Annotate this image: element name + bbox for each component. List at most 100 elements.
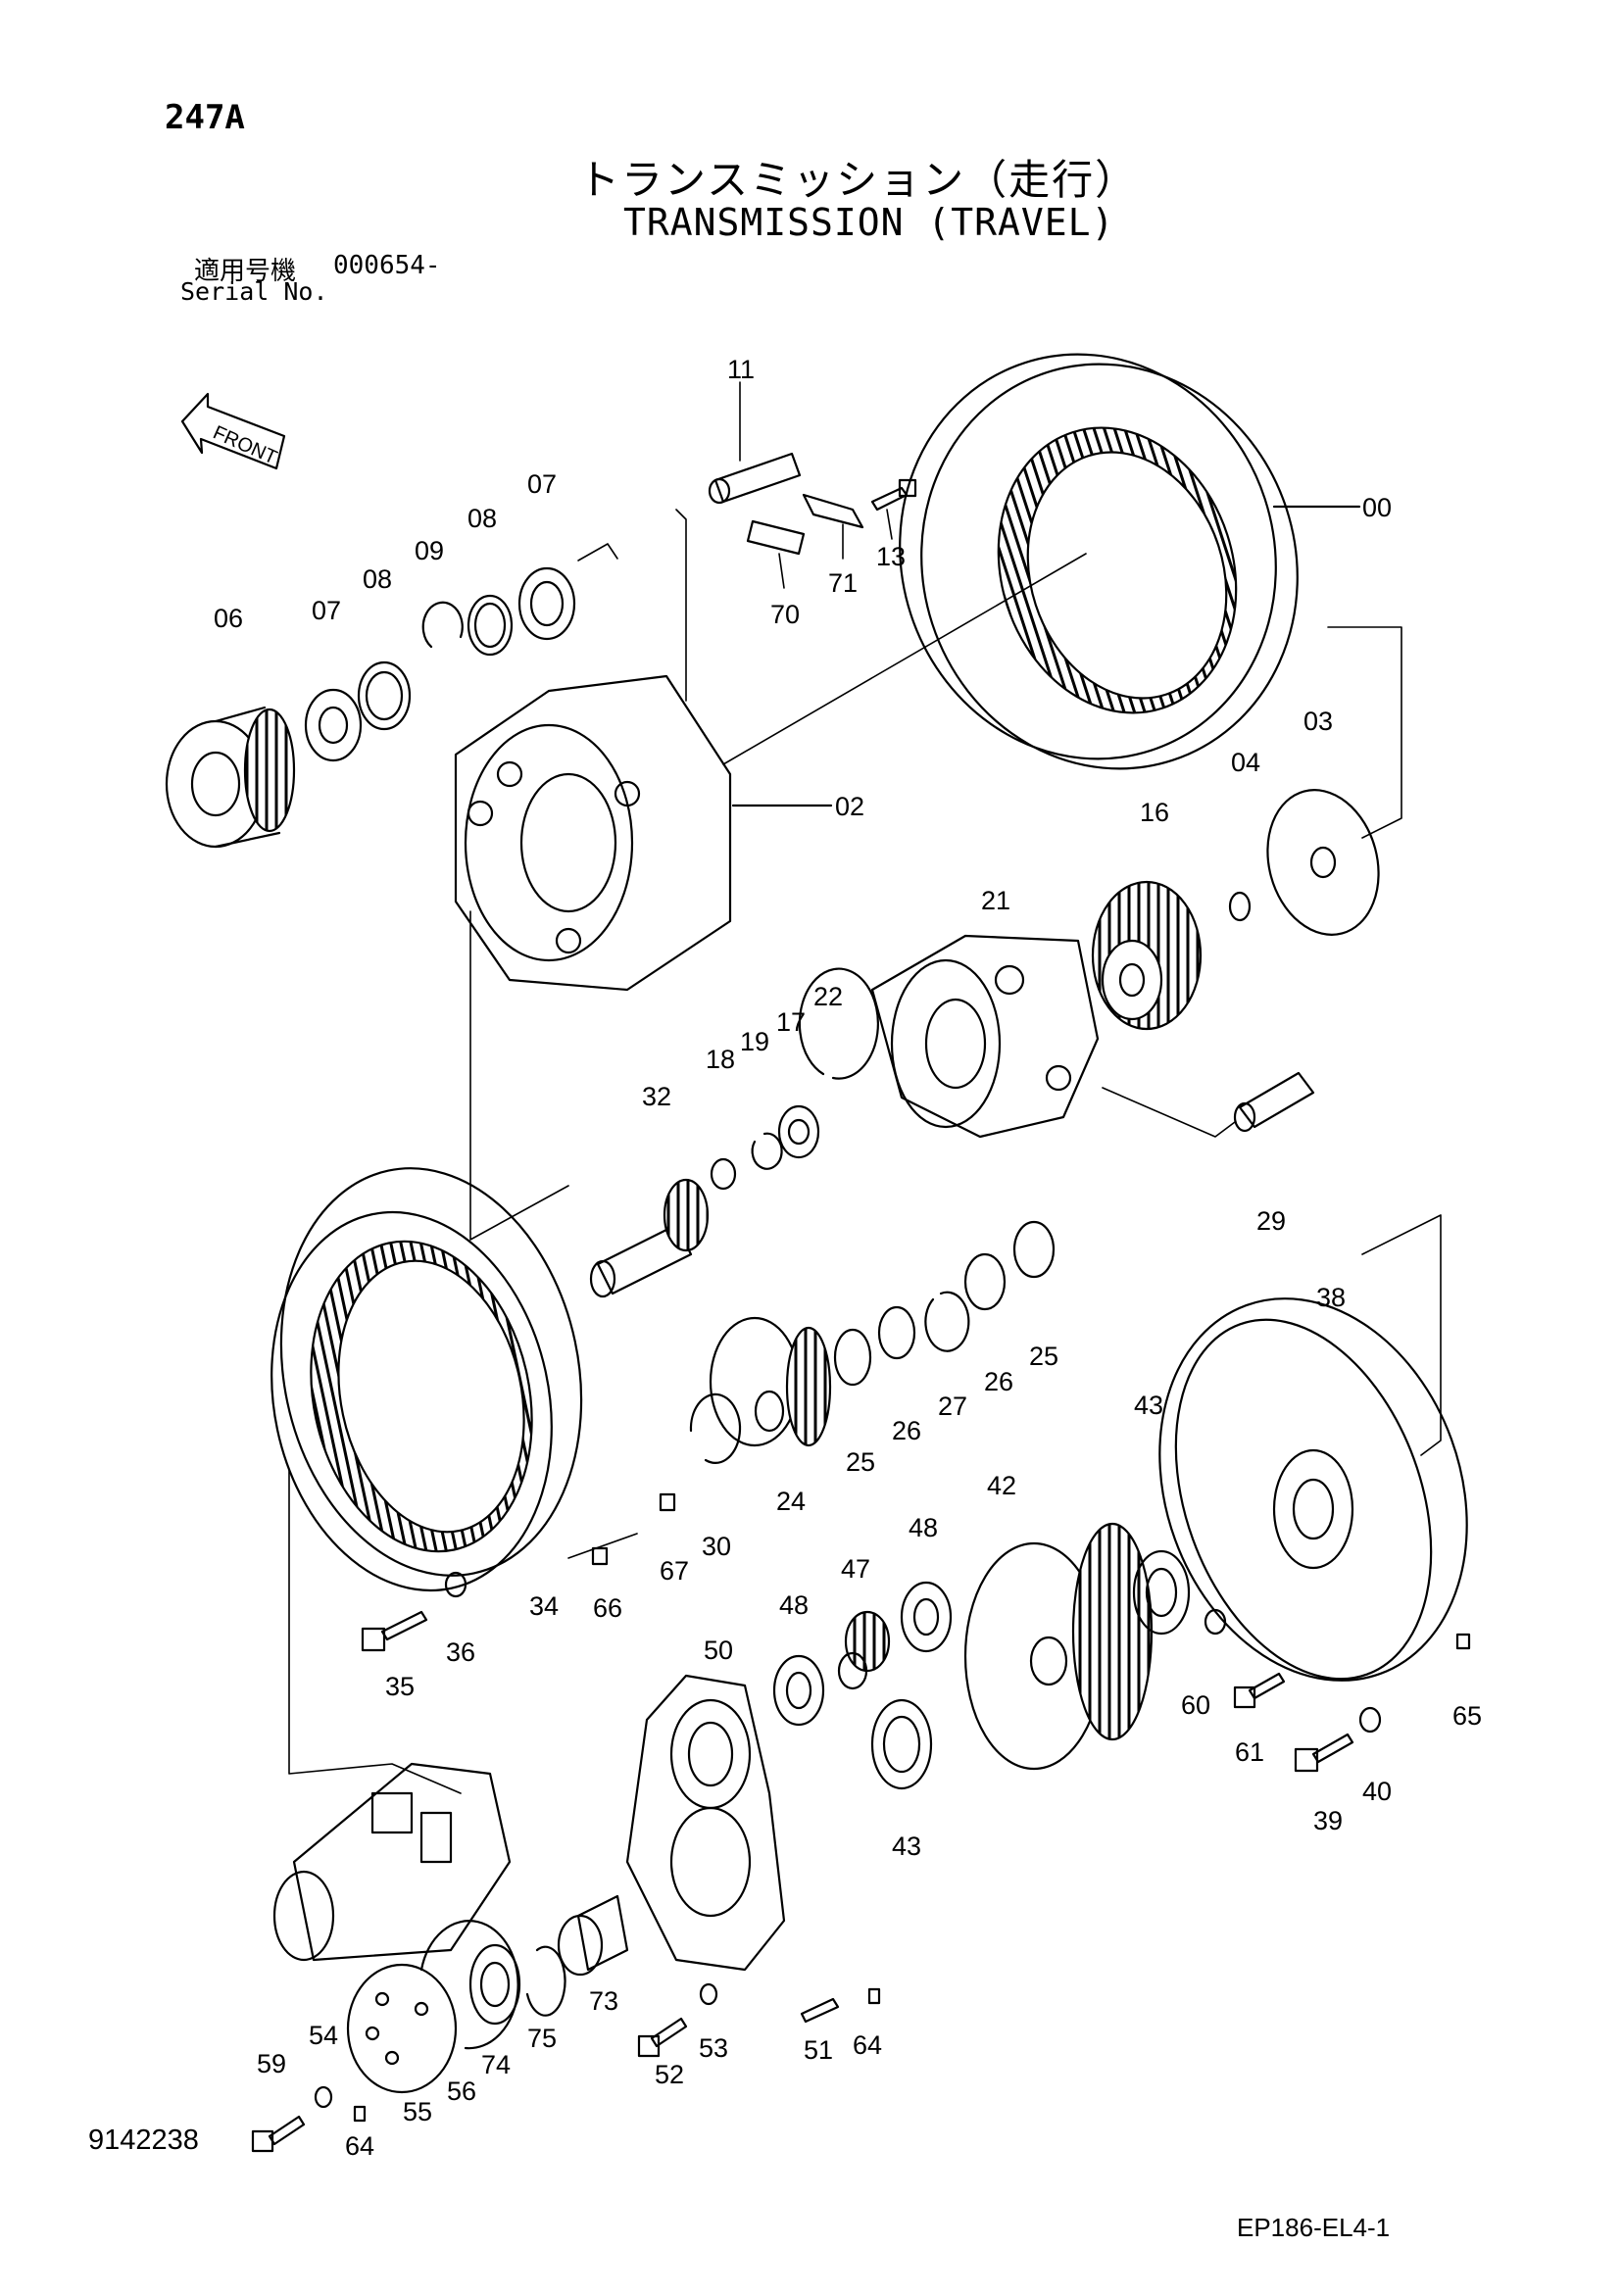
- shaft-32: [589, 1178, 710, 1298]
- callout-26: 26: [892, 1416, 921, 1445]
- gear-16: [1091, 880, 1203, 1031]
- bolt-35: [361, 1610, 428, 1652]
- pin-29: [1233, 1071, 1315, 1133]
- callout-17: 17: [776, 1007, 806, 1037]
- callout-25: 25: [1029, 1342, 1058, 1371]
- ring-18: [710, 1157, 737, 1191]
- washer-54: [314, 2085, 333, 2109]
- callout-70: 70: [770, 600, 800, 629]
- callout-43: 43: [892, 1832, 921, 1861]
- bearing-43-lower: [870, 1698, 933, 1790]
- callout-66: 66: [593, 1593, 622, 1623]
- callout-03: 03: [1303, 707, 1333, 736]
- front-arrow-icon: FRONT: [180, 392, 286, 470]
- gear-06: [165, 706, 296, 849]
- callout-00: 00: [1362, 493, 1392, 522]
- callout-labels: 00 11 07 08 09 08 07 06 13 71 70 03 04 0…: [214, 355, 1482, 2161]
- callout-39: 39: [1313, 1806, 1343, 1835]
- seal-08-upper: [467, 594, 514, 657]
- snap-ring-19: [751, 1132, 783, 1170]
- ring-17: [777, 1104, 820, 1159]
- callout-26: 26: [984, 1367, 1013, 1396]
- snap-ring-75: [525, 1945, 566, 2017]
- page-code: 247A: [165, 98, 245, 137]
- callout-48: 48: [779, 1590, 809, 1620]
- title-japanese: トランスミッション（走行）: [578, 156, 1139, 204]
- callout-43: 43: [1134, 1391, 1163, 1420]
- callout-22: 22: [813, 982, 843, 1011]
- pin-64-lower: [353, 2105, 367, 2123]
- washer-40: [1358, 1706, 1382, 1734]
- callout-54: 54: [309, 2021, 338, 2050]
- snap-ring-30: [689, 1392, 742, 1464]
- ring-gear-00: [722, 353, 1361, 770]
- pin-51: [800, 1997, 840, 2024]
- ring-gear-34: [270, 1167, 583, 1592]
- plate-70: [746, 519, 806, 589]
- gear-42: [963, 1522, 1154, 1771]
- bearing-07-upper: [517, 566, 576, 641]
- bearing-74: [468, 1943, 521, 2026]
- travel-motor: [272, 1762, 512, 1962]
- bolt-59: [251, 2115, 306, 2153]
- callout-18: 18: [706, 1045, 735, 1074]
- ring-26-upper: [963, 1252, 1007, 1311]
- washer-53: [699, 1982, 718, 2006]
- cover-03: [1266, 789, 1380, 936]
- callout-65: 65: [1452, 1701, 1482, 1731]
- pin-11: [708, 381, 802, 505]
- cover-55: [346, 1963, 458, 2094]
- callout-24: 24: [776, 1487, 806, 1516]
- snap-ring-27: [924, 1291, 970, 1352]
- bearing-43-upper: [1132, 1549, 1191, 1636]
- callout-02: 02: [835, 792, 864, 821]
- callout-29: 29: [1256, 1206, 1286, 1236]
- serial-value: 000654-: [333, 251, 441, 280]
- callout-30: 30: [702, 1532, 731, 1561]
- plug-65: [1455, 1633, 1471, 1650]
- callout-07: 07: [527, 469, 557, 499]
- snap-ring-09: [421, 601, 464, 649]
- ring-25-upper: [1012, 1220, 1056, 1279]
- callout-52: 52: [655, 2060, 684, 2089]
- callout-60: 60: [1181, 1690, 1210, 1720]
- collar-73: [557, 1894, 629, 1977]
- drawing-code: EP186-EL4-1: [1237, 2213, 1391, 2242]
- bolt-13: [870, 478, 917, 540]
- front-label: FRONT: [210, 421, 280, 468]
- carrier-21: [870, 934, 1100, 1139]
- callout-75: 75: [527, 2024, 557, 2053]
- callout-67: 67: [660, 1556, 689, 1586]
- callout-11: 11: [727, 355, 755, 384]
- callout-53: 53: [699, 2033, 728, 2063]
- callout-36: 36: [446, 1637, 475, 1667]
- plate-71: [802, 493, 864, 560]
- callout-06: 06: [214, 604, 243, 633]
- callout-27: 27: [938, 1392, 967, 1421]
- callout-13: 13: [876, 542, 906, 571]
- bolt-39: [1294, 1733, 1354, 1773]
- ring-25-lower: [833, 1328, 872, 1387]
- callout-09: 09: [415, 536, 444, 565]
- callout-35: 35: [385, 1672, 415, 1701]
- bearing-07-lower: [304, 688, 363, 762]
- callout-34: 34: [529, 1591, 559, 1621]
- pin-64-upper: [867, 1987, 881, 2005]
- hub-38: [1158, 1297, 1468, 1682]
- bearing-48-upper: [900, 1581, 953, 1653]
- plug-60: [1204, 1608, 1227, 1636]
- serial-label-english: Serial No.: [180, 277, 328, 306]
- callout-59: 59: [257, 2049, 286, 2078]
- callout-71: 71: [828, 568, 858, 598]
- callout-51: 51: [804, 2035, 833, 2065]
- callout-04: 04: [1231, 748, 1260, 777]
- callout-50: 50: [704, 1636, 733, 1665]
- housing-50: [625, 1674, 786, 1972]
- carrier-02: [454, 674, 833, 992]
- callout-42: 42: [987, 1471, 1016, 1500]
- plug-67: [659, 1492, 676, 1512]
- snap-ring-22: [798, 967, 879, 1080]
- seal-08-lower: [357, 660, 412, 731]
- o-ring-56: [419, 1920, 519, 2050]
